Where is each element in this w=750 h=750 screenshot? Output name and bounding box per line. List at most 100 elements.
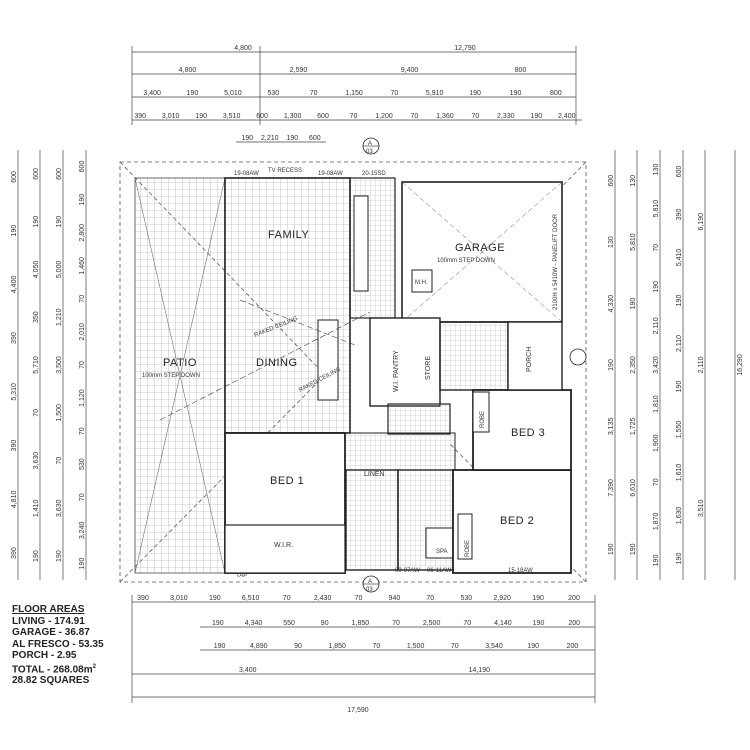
- room-store-label: STORE: [425, 356, 432, 380]
- dimension-bot2-8: 4,140: [494, 620, 512, 627]
- dimension-right4-2: 5,410: [676, 249, 683, 267]
- dimension-top3-5: 1,150: [345, 90, 363, 97]
- dimension-bot3-0: 190: [214, 643, 226, 650]
- dimension-right3-6: 1,810: [653, 395, 660, 413]
- room-family-label: FAMILY: [268, 229, 309, 241]
- dimension-bot3-4: 70: [373, 643, 381, 650]
- robe-bed2-label: ROBE: [465, 540, 471, 557]
- dimension-left1-3: 390: [11, 332, 18, 344]
- dimension-right3-1: 5,810: [653, 200, 660, 218]
- dimension-top3-3: 530: [267, 90, 279, 97]
- dimension-bot1-8: 70: [426, 595, 434, 602]
- meter-box-label: M.H.: [415, 280, 428, 286]
- dimension-bot3-5: 1,500: [407, 643, 425, 650]
- dimension-bot1-6: 70: [355, 595, 363, 602]
- dimension-left1-4: 5,310: [11, 383, 18, 401]
- section-marker-sheet-top: 03: [366, 149, 373, 155]
- dimension-bot1-5: 2,430: [314, 595, 332, 602]
- dimension-left4-5: 2,010: [79, 323, 86, 341]
- dimension-bot3-7: 3,540: [485, 643, 503, 650]
- dimension-right2-3: 2,350: [630, 356, 637, 374]
- room-wir-label: W.I.R.: [274, 542, 293, 549]
- dimension-left1-7: 390: [11, 547, 18, 559]
- dimension-left3-1: 190: [56, 216, 63, 228]
- section-marker-sheet-bottom: 03: [366, 587, 373, 593]
- door-tag-sliding: 20-15SD: [362, 171, 386, 177]
- room-linen-label: LINEN: [364, 471, 385, 478]
- dimension-right4-5: 190: [676, 381, 683, 393]
- dimension-top2-1: 2,590: [290, 67, 308, 74]
- dimension-bot2-9: 190: [533, 620, 545, 627]
- window-tag-bot-1: 09-07AW: [395, 568, 420, 574]
- dimension-top4-13: 190: [530, 113, 542, 120]
- dimension-right2-5: 6,610: [630, 479, 637, 497]
- dimension-top4-11: 70: [472, 113, 480, 120]
- dimension-right3-10: 190: [653, 555, 660, 567]
- area-garage: GARAGE - 36.87: [12, 627, 90, 638]
- dimension-top3-0: 3,400: [143, 90, 161, 97]
- dimension-left4-1: 190: [79, 194, 86, 206]
- dimension-top4-0: 390: [134, 113, 146, 120]
- spa-label: SPA: [436, 549, 448, 555]
- dimension-right3-5: 3,420: [653, 356, 660, 374]
- dimension-left3-4: 3,500: [56, 356, 63, 374]
- dimension-top1-1: 12,790: [454, 45, 476, 52]
- dimension-overall-width: 17,590: [347, 707, 369, 714]
- dimension-right4-1: 390: [676, 209, 683, 221]
- dimension-bot2-0: 190: [212, 620, 224, 627]
- area-total-value: TOTAL - 268.08m: [12, 663, 93, 675]
- bottom-dimension-lines: [131, 595, 596, 703]
- robe-bed3-label: ROBE: [480, 411, 486, 428]
- dimension-right2-1: 5,810: [630, 233, 637, 251]
- room-garage-label: GARAGE: [455, 242, 505, 254]
- dimension-left4-6: 70: [79, 361, 86, 369]
- dimension-right4-9: 190: [676, 553, 683, 565]
- dimension-left4-9: 530: [79, 458, 86, 470]
- dimension-top3-6: 70: [391, 90, 399, 97]
- dimension-top3-4: 70: [310, 90, 318, 97]
- dimension-left2-2: 4,050: [33, 261, 40, 279]
- section-marker-letter-bottom: A: [368, 579, 372, 585]
- dimension-bot3-6: 70: [451, 643, 459, 650]
- dimension-top4-14: 2,400: [558, 113, 576, 120]
- dimension-right4-8: 1,630: [676, 507, 683, 525]
- dimension-right1-1: 130: [608, 236, 615, 248]
- dimension-right2-4: 1,725: [630, 418, 637, 436]
- dimension-left3-7: 3,630: [56, 499, 63, 517]
- dimension-bot2-6: 2,500: [423, 620, 441, 627]
- dimension-left3-5: 1,500: [56, 404, 63, 422]
- porch-area: [507, 321, 563, 391]
- dimension-left2-4: 5,710: [33, 356, 40, 374]
- dimension-left1-2: 4,400: [11, 276, 18, 294]
- dimension-top3-8: 190: [469, 90, 481, 97]
- dimension-top2-0: 4,800: [179, 67, 197, 74]
- dimension-bot2-4: 1,850: [352, 620, 370, 627]
- dimension-bot4-1: 14,190: [469, 667, 491, 674]
- room-bed2-label: BED 2: [500, 515, 534, 527]
- section-marker-top: [362, 137, 380, 155]
- dimension-right3-4: 2,110: [653, 317, 660, 334]
- room-porch-label: PORCH: [526, 347, 533, 372]
- dimension-top5-2: 190: [286, 135, 298, 142]
- garage-step-note: 100mm STEP DOWN: [437, 258, 495, 264]
- dimension-right1-3: 190: [608, 359, 615, 371]
- dimension-top4-4: 600: [256, 113, 268, 120]
- left-dimension-lines: [17, 150, 87, 580]
- window-tag-bot-2: 06-11AW: [427, 568, 452, 574]
- dimension-right4-3: 190: [676, 295, 683, 307]
- dimension-right5-0: 6,190: [698, 213, 705, 231]
- dimension-top4-5: 1,300: [284, 113, 302, 120]
- dimension-bot1-10: 2,920: [493, 595, 511, 602]
- window-tag-2: 19-08AW: [318, 171, 343, 177]
- dimension-bot2-2: 550: [283, 620, 295, 627]
- floor-areas-schedule: FLOOR AREAS LIVING - 174.91 GARAGE - 36.…: [12, 604, 132, 687]
- garage-area: [401, 181, 563, 323]
- dimension-top4-3: 3,510: [223, 113, 241, 120]
- dimension-bot3-9: 200: [567, 643, 579, 650]
- dimension-left4-3: 1,460: [79, 257, 86, 275]
- dimension-right4-4: 2,110: [676, 335, 683, 352]
- dimension-right1-2: 4,330: [608, 295, 615, 313]
- dimension-top3-2: 5,010: [224, 90, 242, 97]
